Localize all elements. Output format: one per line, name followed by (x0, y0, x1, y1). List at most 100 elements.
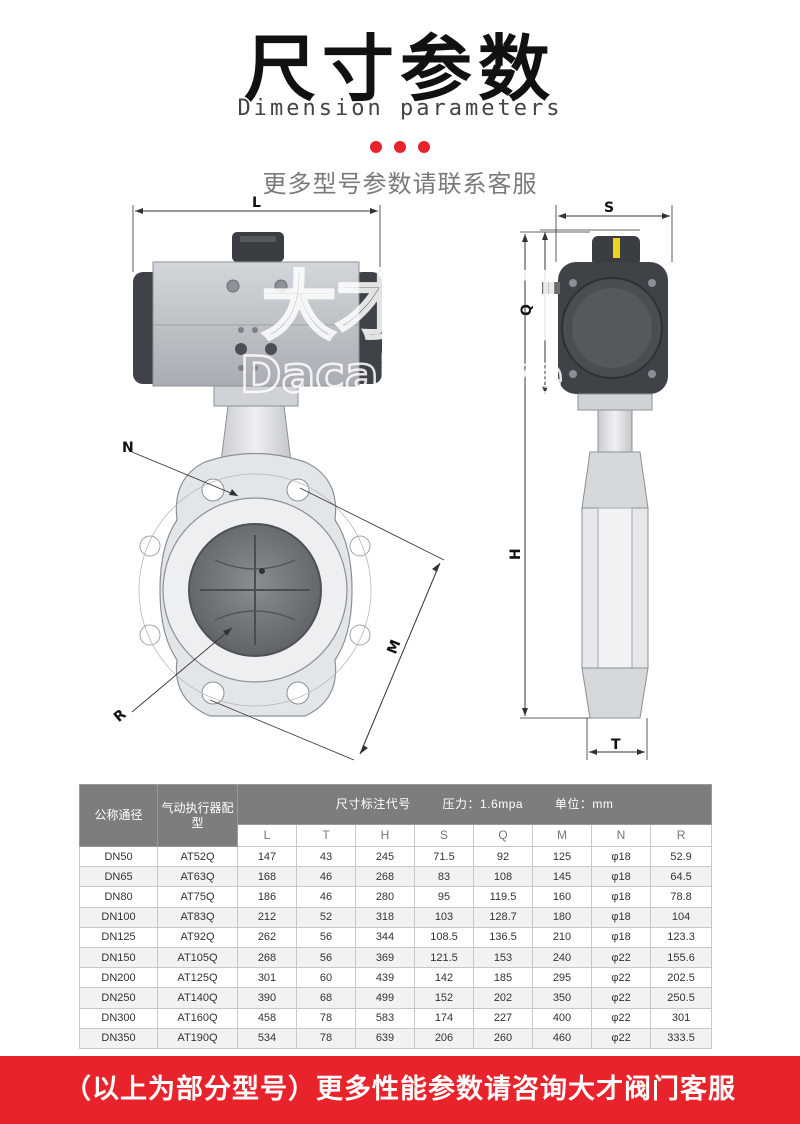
table-cell: 68 (296, 987, 356, 1009)
table-cell: 56 (296, 926, 356, 948)
table-cell: 227 (473, 1007, 533, 1029)
table-cell: 186 (237, 886, 297, 908)
table-cell: 460 (532, 1027, 592, 1049)
table-cell: 583 (355, 1007, 415, 1029)
table-cell: AT63Q (157, 866, 238, 888)
header-actuator-model: 气动执行器配型 (157, 784, 238, 847)
table-cell: 180 (532, 906, 592, 928)
sub-header-cell: N (591, 824, 651, 847)
table-cell: φ18 (591, 845, 651, 868)
table-cell: 400 (532, 1007, 592, 1029)
sub-header-cell: H (355, 824, 415, 847)
valve-body-side (577, 393, 653, 719)
table-cell: AT190Q (157, 1027, 238, 1049)
dimension-n: N (122, 440, 239, 497)
table-cell: 458 (237, 1007, 297, 1029)
table-cell: 60 (296, 967, 356, 989)
table-cell: 136.5 (473, 926, 533, 948)
table-cell: 212 (237, 906, 297, 928)
table-cell: 280 (355, 886, 415, 908)
table-cell: 78 (296, 1027, 356, 1049)
table-cell: AT52Q (157, 845, 238, 868)
table-cell: AT125Q (157, 967, 238, 989)
red-dot-icon (394, 141, 406, 153)
table-cell: DN300 (79, 1007, 158, 1029)
table-cell: 78.8 (649, 886, 713, 908)
header-pressure: 压力：1.6mpa (442, 797, 524, 812)
label-m: M (384, 638, 404, 657)
table-cell: 95 (414, 886, 474, 908)
header-dimension-info: 尺寸标注代号 压力：1.6mpa 单位：mm (236, 784, 713, 825)
dimension-l: L (132, 196, 381, 272)
table-cell: DN350 (79, 1027, 158, 1049)
table-cell: 43 (296, 845, 356, 868)
table-cell: 56 (296, 946, 356, 969)
sub-header-cell: R (649, 824, 713, 847)
table-cell: AT140Q (157, 987, 238, 1009)
label-s: S (604, 200, 614, 216)
table-cell: 168 (237, 866, 297, 888)
table-cell: 318 (355, 906, 415, 928)
table-cell: 185 (473, 967, 533, 989)
dimension-s: S (555, 200, 673, 262)
table-cell: 202 (473, 987, 533, 1009)
table-cell: 295 (532, 967, 592, 989)
table-cell: 123.3 (649, 926, 713, 948)
footer-banner: （以上为部分型号）更多性能参数请咨询大才阀门客服 (0, 1056, 800, 1124)
dimension-m: M (209, 487, 445, 761)
table-cell: AT83Q (157, 906, 238, 928)
table-cell: 119.5 (473, 886, 533, 908)
table-cell: φ22 (591, 946, 651, 969)
table-cell: 125 (532, 845, 592, 868)
watermark-chinese: 大才阀门 (262, 264, 558, 350)
table-cell: DN200 (79, 967, 158, 989)
page-title: 尺寸参数 (243, 27, 556, 111)
table-cell: φ22 (591, 1027, 651, 1049)
table-cell: 128.7 (473, 906, 533, 928)
table-cell: φ18 (591, 906, 651, 928)
label-r: R (111, 706, 130, 725)
table-cell: 369 (355, 946, 415, 969)
table-cell: 499 (355, 987, 415, 1009)
table-cell: DN50 (79, 845, 158, 868)
sub-header-cell: S (414, 824, 474, 847)
table-cell: DN150 (79, 946, 158, 969)
table-cell: φ22 (591, 1007, 651, 1029)
table-cell: 344 (355, 926, 415, 948)
table-cell: 333.5 (649, 1027, 713, 1049)
watermark-english: Dacai valve (240, 346, 563, 404)
table-cell: 46 (296, 886, 356, 908)
table-cell: 92 (473, 845, 533, 868)
sub-header-cell: Q (473, 824, 533, 847)
table-cell: 202.5 (649, 967, 713, 989)
table-cell: 262 (237, 926, 297, 948)
table-cell: DN80 (79, 886, 158, 908)
table-cell: 108 (473, 866, 533, 888)
table-cell: 390 (237, 987, 297, 1009)
table-cell: 64.5 (649, 866, 713, 888)
table-cell: 152 (414, 987, 474, 1009)
label-t: T (611, 737, 621, 753)
table-cell: 174 (414, 1007, 474, 1029)
valve-dimension-drawing: L (111, 196, 673, 761)
table-cell: 268 (237, 946, 297, 969)
dimension-q: Q (519, 229, 640, 394)
table-cell: 250.5 (649, 987, 713, 1009)
table-cell: 260 (473, 1027, 533, 1049)
red-dot-icon (370, 141, 382, 153)
table-cell: 147 (237, 845, 297, 868)
table-cell: 52.9 (649, 845, 713, 868)
decorative-dots (0, 138, 800, 157)
table-cell: 52 (296, 906, 356, 928)
actuator-side-view (542, 236, 668, 394)
red-dot-icon (418, 141, 430, 153)
